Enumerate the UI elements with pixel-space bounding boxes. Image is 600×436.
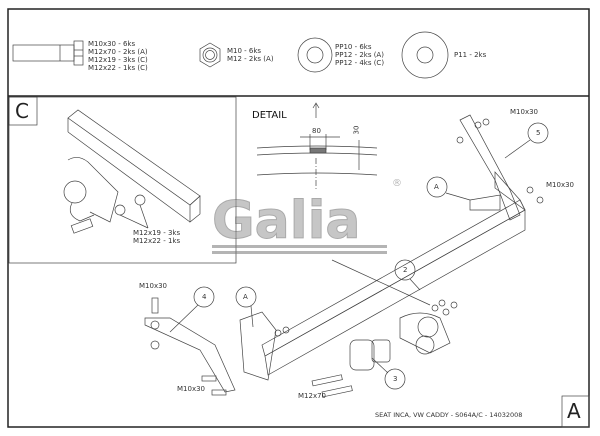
callout-a-left-circle bbox=[235, 286, 257, 308]
callout-2-circle bbox=[394, 259, 416, 281]
right-bracket bbox=[459, 114, 521, 221]
panel-c-tube bbox=[67, 109, 201, 223]
detail-drawing bbox=[256, 102, 378, 190]
galia-logo: Galia ® bbox=[212, 178, 402, 254]
detail-title: DETAIL bbox=[252, 110, 287, 121]
left-bracket bbox=[144, 311, 277, 393]
washer-spec: PP12 - 4ks (C) bbox=[335, 59, 385, 67]
drawing-caption: SEAT INCA, VW CADDY - S064A/C - 14032008 bbox=[375, 411, 523, 419]
bolt-label-left-top: M10x30 bbox=[139, 282, 167, 290]
callout-4-circle bbox=[193, 286, 215, 308]
nut-spec: M12 - 2ks (A) bbox=[227, 55, 274, 63]
bolt-note: M12x22 - 1ks bbox=[133, 237, 181, 245]
washer-spec: PP10 - 6ks bbox=[335, 43, 372, 51]
bolt-label-center: M12x70 bbox=[298, 392, 326, 400]
detail-width-dim: 80 bbox=[312, 127, 321, 135]
bolt-icon bbox=[12, 40, 84, 66]
large-washer-spec: P11 - 2ks bbox=[454, 51, 487, 59]
panel-c-label-box bbox=[8, 96, 38, 126]
bolt-spec: M12x70 - 2ks (A) bbox=[88, 48, 148, 56]
washer-spec: PP12 - 2ks (A) bbox=[335, 51, 384, 59]
bolt-label-left-bottom: M10x30 bbox=[177, 385, 205, 393]
nut-icon bbox=[199, 42, 221, 68]
bolt-spec: M10x30 - 6ks bbox=[88, 40, 136, 48]
logo-text: Galia bbox=[212, 191, 361, 251]
bolt-label-right-top: M10x30 bbox=[510, 108, 538, 116]
sheet-label: A bbox=[567, 399, 581, 423]
bolt-spec: M12x19 - 3ks (C) bbox=[88, 56, 148, 64]
callout-3-circle bbox=[384, 368, 406, 390]
bolt-note: M12x19 - 3ks bbox=[133, 229, 181, 237]
bolt-label-right-mid: M10x30 bbox=[546, 181, 574, 189]
washer-icon bbox=[297, 37, 333, 73]
panel-c-towball bbox=[63, 157, 149, 234]
callout-5: 5 bbox=[536, 129, 541, 137]
callout-3: 3 bbox=[393, 375, 398, 383]
bolt-spec: M12x22 - 1ks (C) bbox=[88, 64, 148, 72]
logo-registered-mark: ® bbox=[392, 178, 402, 189]
callout-2: 2 bbox=[403, 266, 408, 274]
sheet-label-box bbox=[561, 395, 590, 428]
detail-height-dim: 30 bbox=[352, 125, 361, 135]
callout-a-left: A bbox=[243, 293, 248, 301]
bolts-and-nuts bbox=[150, 118, 544, 398]
panel-c-frame bbox=[8, 96, 237, 264]
outer-frame bbox=[7, 8, 590, 428]
callout-5-circle bbox=[527, 122, 549, 144]
panel-c-label: C bbox=[15, 99, 29, 123]
main-beam bbox=[261, 171, 526, 376]
nut-spec: M10 - 6ks bbox=[227, 47, 262, 55]
callout-a-right-circle bbox=[426, 176, 448, 198]
callout-a-right: A bbox=[434, 183, 439, 191]
callout-4: 4 bbox=[202, 293, 207, 301]
towball-assembly bbox=[349, 312, 451, 371]
large-washer-icon bbox=[401, 31, 449, 79]
